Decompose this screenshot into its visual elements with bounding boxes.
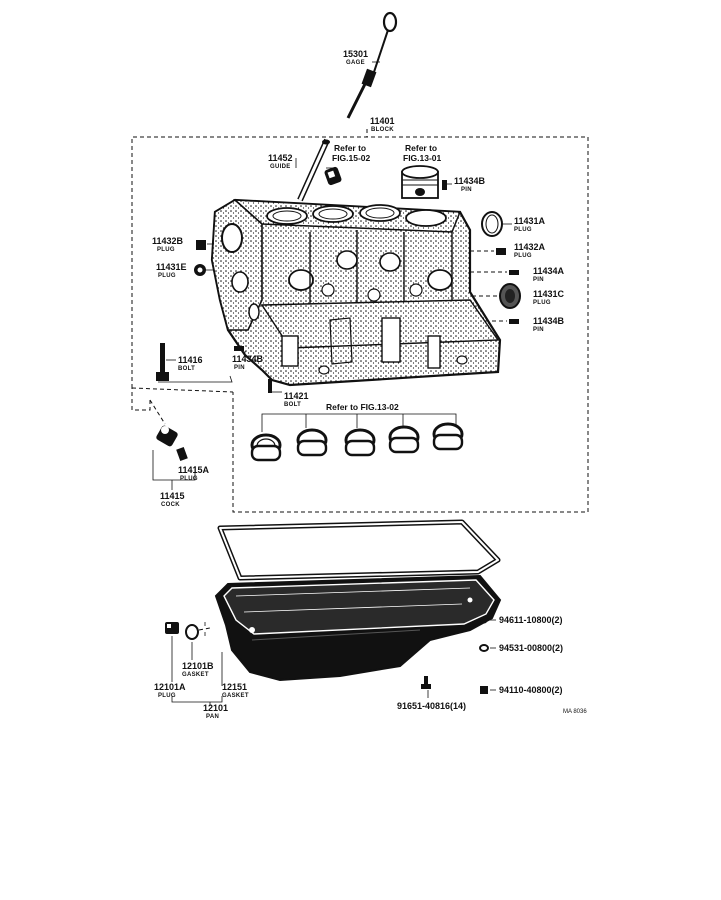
- label-12151-number: 12151: [222, 682, 247, 692]
- label-12101B-name: GASKET: [182, 672, 209, 678]
- label-11434B-top-name: PIN: [461, 187, 472, 193]
- label-11432B-number: 11432B: [152, 236, 184, 246]
- fastener-94611: 94611-10800(2): [499, 615, 563, 625]
- plug-11431A: [481, 211, 503, 237]
- label-11415A-name: PLUG: [180, 476, 198, 482]
- drain-cock-11415: [156, 425, 178, 447]
- figure-code: MA 8036: [563, 709, 587, 715]
- label-11434B-right-number: 11434B: [533, 316, 565, 326]
- drain-plug-11415A: [176, 446, 188, 462]
- label-11431A-number: 11431A: [514, 216, 546, 226]
- label-11434B-top-number: 11434B: [454, 176, 486, 186]
- label-11401-number: 11401: [370, 116, 395, 126]
- label-11434A-number: 11434A: [533, 266, 565, 276]
- label-11434B-right-name: PIN: [533, 327, 544, 333]
- pan-drain-plug: [165, 622, 179, 634]
- fastener-94531: 94531-00800(2): [499, 643, 563, 653]
- block-assembly-boundary: [131, 136, 589, 513]
- label-11452-number: 11452: [268, 153, 293, 163]
- ref-fig1502-line1: Refer to: [334, 143, 366, 153]
- label-11431C-name: PLUG: [533, 300, 551, 306]
- label-11415A-number: 11415A: [178, 465, 210, 475]
- label-12151-name: GASKET: [222, 693, 249, 699]
- plug-11432A-icon: [496, 248, 506, 255]
- ref-fig1301-line1: Refer to: [405, 143, 437, 153]
- bolt-11421-icon: [268, 379, 272, 393]
- stud-bolt-icon: [421, 676, 431, 689]
- label-11431A-name: PLUG: [514, 227, 532, 233]
- plug-11431C: [499, 283, 521, 309]
- label-15301-number: 15301: [343, 49, 368, 59]
- oil-pan-gasket: [217, 519, 501, 581]
- cylinder-block: [210, 198, 502, 387]
- crank-bearings: [250, 413, 464, 462]
- label-11431E-name: PLUG: [158, 273, 176, 279]
- label-12101-name: PAN: [206, 714, 219, 720]
- label-12101A-name: PLUG: [158, 693, 176, 699]
- label-11434B-low-number: 11434B: [232, 354, 264, 364]
- plug-11432B-icon: [196, 240, 206, 250]
- ref-fig1502-line2: FIG.15-02: [332, 153, 371, 163]
- dipstick-gage: [346, 11, 398, 119]
- label-11452-name: GUIDE: [270, 164, 291, 170]
- piston: [401, 165, 439, 199]
- label-11421-number: 11421: [284, 391, 309, 401]
- label-11434B-low-name: PIN: [234, 365, 245, 371]
- ref-fig1302: Refer to FIG.13-02: [326, 402, 399, 412]
- dipstick-guide-tube: [297, 138, 330, 202]
- nut-icon: [480, 616, 488, 624]
- label-11431E-number: 11431E: [156, 262, 187, 272]
- oil-pan: [214, 574, 502, 682]
- label-11415-name: COCK: [161, 502, 180, 508]
- pin-11434B-icon: [509, 319, 519, 324]
- label-12101-number: 12101: [203, 703, 228, 713]
- ref-fig1301-line2: FIG.13-01: [403, 153, 442, 163]
- label-11434A-name: PIN: [533, 277, 544, 283]
- pin-11434A-icon: [509, 270, 519, 275]
- oil-pump-drive-part: [324, 166, 342, 186]
- pan-drain-gasket: [185, 624, 199, 640]
- label-11432A-name: PLUG: [514, 253, 532, 259]
- bolt-11416: [156, 343, 169, 381]
- fastener-91651: 91651-40816(14): [397, 701, 466, 711]
- label-12101A-number: 12101A: [154, 682, 186, 692]
- label-12101B-number: 12101B: [182, 661, 214, 671]
- hex-nut-icon: [480, 686, 488, 694]
- label-11415-number: 11415: [160, 491, 185, 501]
- label-11416-name: BOLT: [178, 366, 195, 372]
- label-11421-name: BOLT: [284, 402, 301, 408]
- label-15301-name: GAGE: [346, 60, 365, 66]
- fastener-94110: 94110-40800(2): [499, 685, 563, 695]
- pin-11434B-low-icon: [234, 346, 244, 351]
- pin-icon: [442, 180, 447, 190]
- label-11416-number: 11416: [178, 355, 203, 365]
- washer-icon: [479, 644, 489, 652]
- label-11432A-number: 11432A: [514, 242, 546, 252]
- label-11401-name: BLOCK: [371, 127, 394, 133]
- label-11432B-name: PLUG: [157, 247, 175, 253]
- label-11431C-number: 11431C: [533, 289, 565, 299]
